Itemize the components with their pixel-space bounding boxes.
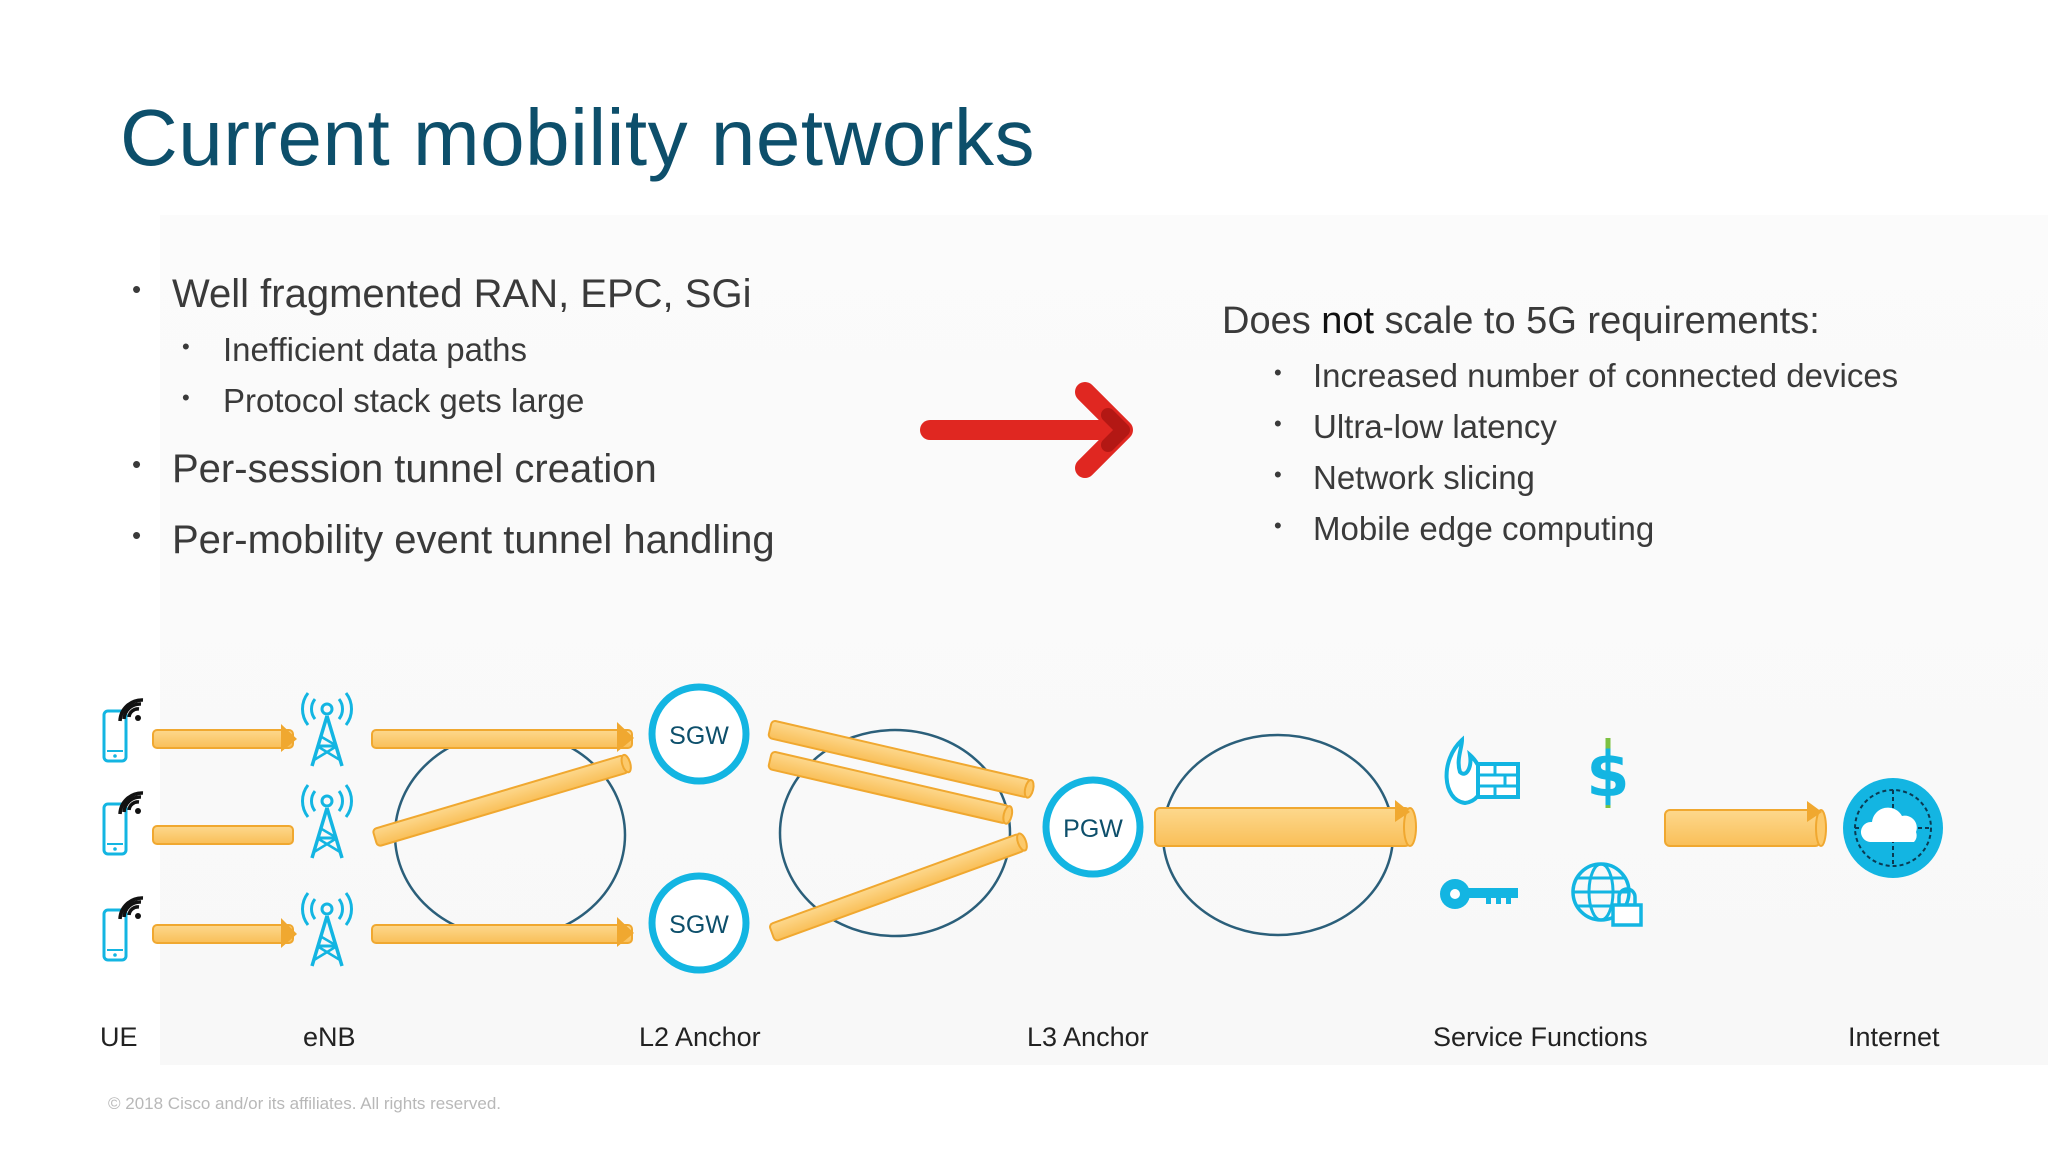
- bullet-per-mobility: Per-mobility event tunnel handling: [130, 518, 930, 563]
- cloud-icon: [1843, 778, 1943, 878]
- cell-tower-icon: [300, 891, 354, 968]
- key-icon: [1440, 879, 1518, 909]
- copyright-footer: © 2018 Cisco and/or its affiliates. All …: [108, 1094, 502, 1113]
- bullet-per-session: Per-session tunnel creation: [130, 447, 930, 492]
- red-arrow-icon: [920, 382, 1133, 478]
- page-title: Current mobility networks: [120, 93, 1035, 182]
- emphasis-not: not: [1321, 300, 1375, 342]
- globe-lock-icon: [1571, 862, 1643, 927]
- sf-internet-tunnel: [1664, 801, 1827, 847]
- requirements-heading: Does not scale to 5G requirements:: [1222, 300, 1820, 342]
- enb-sgw-tunnels: [371, 722, 634, 947]
- cell-tower-icon: [300, 691, 354, 768]
- network-diagram: SGW SGW PGW $: [102, 683, 1943, 974]
- sub-bullet-inefficient: Inefficient data paths: [130, 331, 930, 369]
- requirement-item: Mobile edge computing: [1222, 510, 2022, 548]
- requirement-item: Ultra-low latency: [1222, 408, 2022, 446]
- wifi-signal-icon: [118, 896, 145, 921]
- sgw-bottom-label: SGW: [669, 911, 729, 939]
- label-l3-anchor: L3 Anchor: [1027, 1022, 1149, 1052]
- requirement-item: Increased number of connected devices: [1222, 357, 2022, 395]
- l3-segment-ellipse: [778, 728, 1012, 938]
- sgw-bottom-node: [648, 872, 750, 974]
- l2-segment-ellipse: [393, 730, 627, 940]
- svg-text:$: $: [1586, 738, 1629, 811]
- sgw-pgw-tunnels: [767, 720, 1035, 942]
- sgw-top-label: SGW: [669, 722, 729, 750]
- label-enb: eNB: [303, 1022, 356, 1052]
- sgw-top-node: [648, 683, 750, 785]
- pgw-node: [1042, 776, 1144, 878]
- phone-icon: [102, 908, 128, 962]
- pgw-label: PGW: [1063, 815, 1123, 843]
- wifi-signal-icon: [118, 698, 145, 723]
- label-l2-anchor: L2 Anchor: [639, 1022, 761, 1052]
- dollar-icon: $: [1586, 738, 1630, 811]
- label-service-functions: Service Functions: [1433, 1022, 1648, 1052]
- bullet-fragmented: Well fragmented RAN, EPC, SGi: [130, 272, 930, 317]
- left-bullet-list: Well fragmented RAN, EPC, SGi Inefficien…: [130, 272, 930, 563]
- requirement-item: Network slicing: [1222, 459, 2022, 497]
- cell-tower-icon: [300, 783, 354, 860]
- label-internet: Internet: [1848, 1022, 1940, 1052]
- label-ue: UE: [100, 1022, 138, 1052]
- wifi-signal-icon: [118, 791, 145, 816]
- ue-tunnels: [152, 724, 297, 948]
- sub-bullet-protocol-stack: Protocol stack gets large: [130, 382, 930, 420]
- pgw-sf-tunnel: [1154, 800, 1417, 847]
- firewall-icon: [1444, 735, 1520, 806]
- right-requirements: Does not scale to 5G requirements: Incre…: [1222, 300, 2022, 548]
